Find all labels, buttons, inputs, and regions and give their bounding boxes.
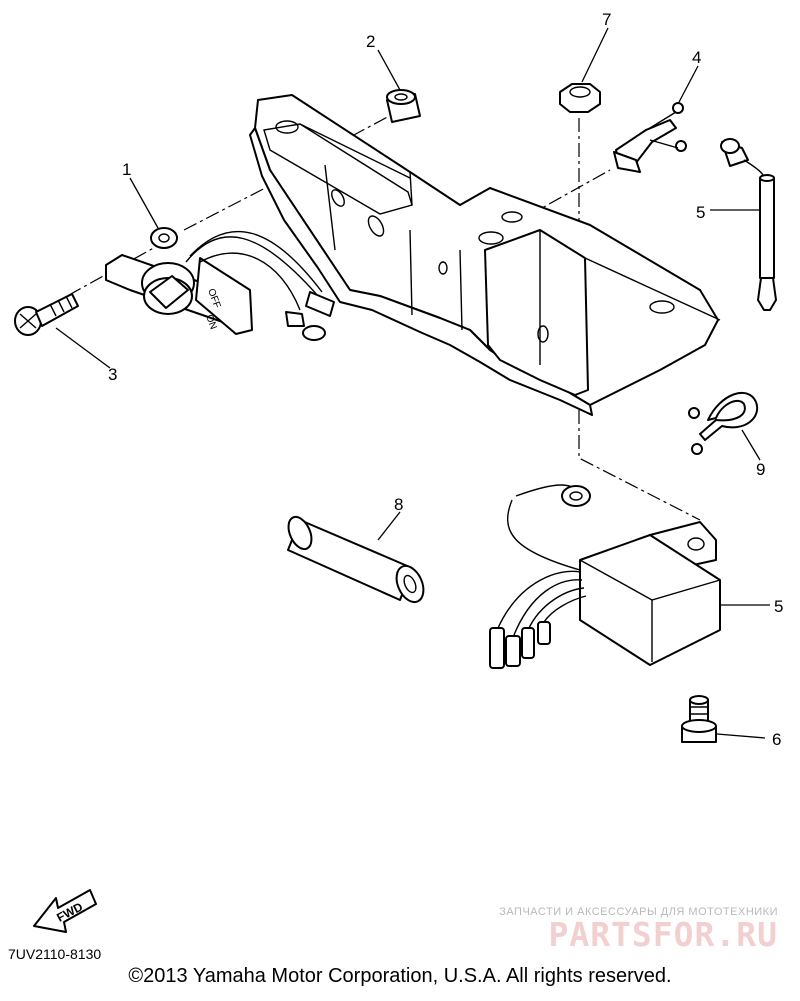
copyright-notice: ©2013 Yamaha Motor Corporation, U.S.A. A… xyxy=(128,965,672,987)
wire-clip-part xyxy=(688,391,759,455)
watermark-brand: PARTSFOR.RU xyxy=(548,915,778,954)
diagram-code: 7UV2110-8130 xyxy=(8,946,102,962)
sensor-part xyxy=(720,138,777,311)
callout-6: 6 xyxy=(772,730,781,749)
callout-4: 4 xyxy=(692,48,701,67)
switch-on-label: ON xyxy=(203,313,218,331)
callout-5-sensor: 5 xyxy=(696,203,705,222)
clamp-part xyxy=(613,102,687,173)
callout-9: 9 xyxy=(756,460,765,479)
watermark: ЗАПЧАСТИ И АКСЕССУАРЫ ДЛЯ МОТОТЕХНИКИ PA… xyxy=(478,906,778,952)
callout-2: 2 xyxy=(366,32,375,51)
nut-part xyxy=(559,83,601,113)
switch-assembly: OFF ON xyxy=(105,227,335,341)
watermark-tagline: ЗАПЧАСТИ И АКСЕССУАРЫ ДЛЯ МОТОТЕХНИКИ xyxy=(499,906,778,918)
tube-part xyxy=(287,515,425,604)
callout-numbers: 1 2 3 4 5 5 6 7 8 9 xyxy=(108,10,783,749)
leader-lines xyxy=(55,27,770,739)
screw-part xyxy=(14,293,79,336)
callout-5-cdi: 5 xyxy=(774,597,783,616)
fwd-arrow-icon: FWD xyxy=(33,889,97,933)
callout-1: 1 xyxy=(122,160,131,179)
callout-3: 3 xyxy=(108,365,117,384)
callout-7: 7 xyxy=(602,10,611,29)
callout-8: 8 xyxy=(394,495,403,514)
cdi-unit-part xyxy=(489,484,721,669)
mounting-bracket xyxy=(249,94,721,416)
bolt-part xyxy=(681,695,717,743)
collar-part xyxy=(386,89,421,123)
